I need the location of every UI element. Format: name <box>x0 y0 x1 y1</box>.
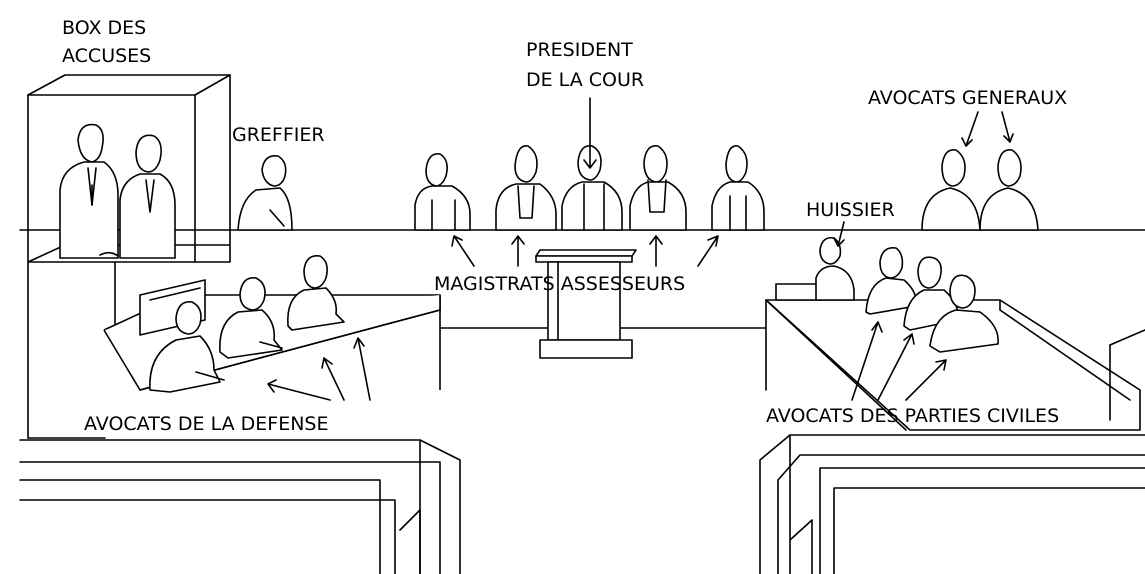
label-huissier: HUISSIER <box>806 199 895 221</box>
label-greffier: GREFFIER <box>232 124 325 146</box>
civil-lawyer-3 <box>929 274 999 353</box>
prosecutor-figure-1 <box>921 149 981 231</box>
arrows <box>267 97 1014 401</box>
civil-lawyer-1 <box>865 246 918 315</box>
assessor-judge-3 <box>629 145 687 231</box>
public-bench-right <box>759 434 1145 574</box>
label-president-line1: PRESIDENT <box>526 39 633 61</box>
assessor-judge-1 <box>414 153 471 231</box>
defense-lawyer-3 <box>287 254 345 331</box>
label-avocats-generaux: AVOCATS GENERAUX <box>868 87 1067 109</box>
label-avocats-defense: AVOCATS DE LA DEFENSE <box>84 413 328 435</box>
assessor-judge-2 <box>495 145 557 231</box>
label-avocats-parties-civiles: AVOCATS DES PARTIES CIVILES <box>766 405 1059 427</box>
label-president-line2: DE LA COUR <box>526 69 644 91</box>
prosecutor-figure-2 <box>979 149 1039 231</box>
civil-parties-table <box>765 299 1145 431</box>
usher-figure <box>775 236 855 301</box>
defense-lawyer-1 <box>149 301 225 393</box>
defense-lawyer-2 <box>219 277 283 359</box>
public-bench-left <box>19 439 461 574</box>
clerk-figure <box>237 154 293 231</box>
assessor-judge-4 <box>711 145 765 231</box>
president-judge <box>561 145 623 231</box>
defendant-figure-1 <box>59 123 119 259</box>
label-box-accuses-line1: BOX DES <box>62 17 146 39</box>
witness-lectern <box>535 249 637 359</box>
label-box-accuses-line2: ACCUSES <box>62 45 151 67</box>
defendants-box <box>27 74 231 439</box>
label-magistrats-assesseurs: MAGISTRATS ASSESSEURS <box>434 273 685 295</box>
defendant-figure-2 <box>99 134 176 259</box>
